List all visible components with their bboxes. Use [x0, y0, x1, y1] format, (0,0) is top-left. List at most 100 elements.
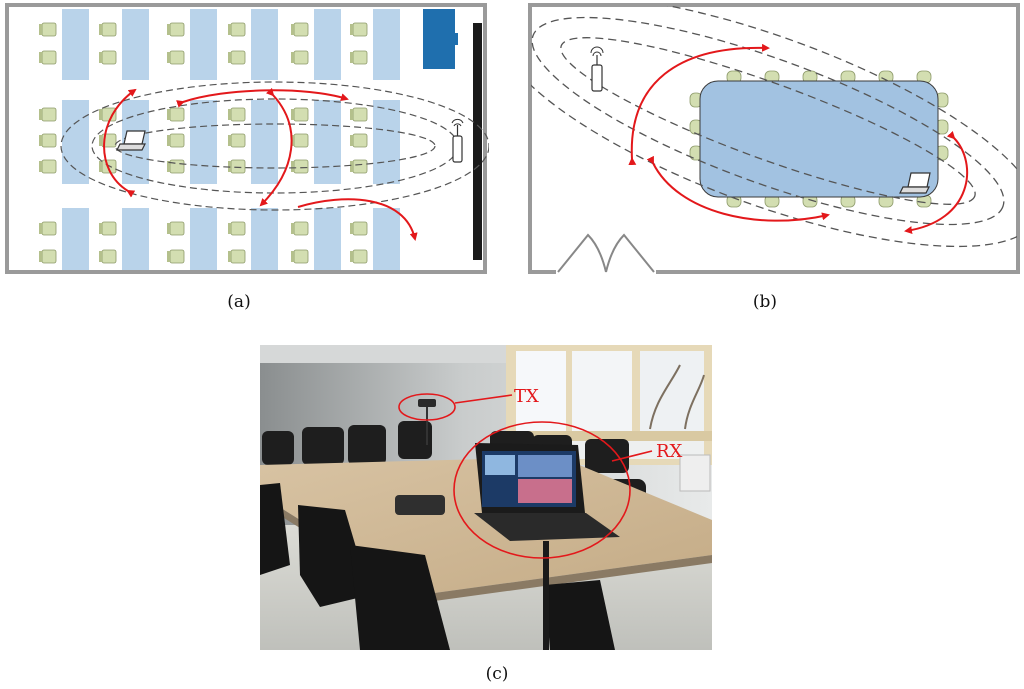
chair-back	[291, 223, 294, 234]
meeting-table	[699, 80, 939, 198]
signal-paths-a	[103, 87, 418, 241]
chair-back	[167, 109, 170, 120]
chair	[169, 22, 185, 37]
photo-c-meeting-room: TX RX	[260, 345, 712, 650]
tx-label: TX	[514, 386, 539, 407]
desk	[251, 208, 278, 270]
chair-back	[228, 223, 231, 234]
cabinet-handle	[452, 33, 458, 45]
chair	[230, 133, 246, 148]
chair	[41, 107, 57, 122]
chair-back	[291, 24, 294, 35]
chair-back	[350, 161, 353, 172]
chair	[41, 133, 57, 148]
caption-a: (a)	[227, 292, 251, 312]
desk	[190, 208, 217, 270]
chair-back	[39, 161, 42, 172]
desk	[190, 100, 217, 184]
chair	[41, 249, 57, 264]
chair	[352, 133, 368, 148]
desk	[314, 208, 341, 270]
chair	[230, 22, 246, 37]
chair-back	[228, 251, 231, 262]
chair-back	[350, 52, 353, 63]
router-icon	[590, 46, 604, 92]
desk	[373, 208, 400, 270]
router-icon	[451, 118, 464, 163]
chair	[169, 221, 185, 236]
chair-back	[99, 161, 102, 172]
photo-annotations	[398, 393, 653, 559]
desk	[314, 9, 341, 80]
chair	[41, 22, 57, 37]
chair-back	[291, 109, 294, 120]
desk	[251, 100, 278, 184]
chair	[230, 159, 246, 174]
caption-b: (b)	[752, 292, 778, 312]
tx-leader	[454, 394, 513, 404]
laptop-photo	[474, 443, 620, 650]
chair-back	[350, 109, 353, 120]
chair	[352, 107, 368, 122]
desk	[122, 208, 149, 270]
chair	[101, 22, 117, 37]
rx-label: RX	[656, 441, 683, 462]
desk	[62, 9, 89, 80]
laptop-icon	[116, 130, 146, 151]
chair	[293, 50, 309, 65]
chair-back	[167, 135, 170, 146]
chair-back	[39, 251, 42, 262]
chair	[352, 159, 368, 174]
chair-back	[228, 52, 231, 63]
chairs-front-row	[260, 483, 615, 650]
chair-back	[350, 135, 353, 146]
chair	[101, 249, 117, 264]
chair-back	[39, 24, 42, 35]
chair	[352, 50, 368, 65]
chair	[101, 107, 117, 122]
chair	[293, 249, 309, 264]
diagram-a-classroom	[5, 3, 489, 274]
chair	[352, 221, 368, 236]
desk	[373, 9, 400, 80]
chair-back	[99, 109, 102, 120]
chair	[101, 50, 117, 65]
rx-leader	[611, 450, 653, 462]
chair	[230, 249, 246, 264]
chair-back	[167, 223, 170, 234]
chair	[169, 159, 185, 174]
chair-back	[99, 52, 102, 63]
tripod-router	[418, 399, 436, 445]
signal-paths-b	[628, 43, 968, 235]
chair	[169, 50, 185, 65]
chair-back	[99, 251, 102, 262]
chair	[169, 133, 185, 148]
chair	[169, 107, 185, 122]
chair	[230, 221, 246, 236]
chair-back	[350, 223, 353, 234]
chair	[101, 221, 117, 236]
desk	[62, 208, 89, 270]
rx-circle	[453, 421, 631, 559]
projector	[395, 495, 445, 515]
desk	[251, 9, 278, 80]
chair-back	[39, 52, 42, 63]
table-edge	[260, 495, 712, 603]
radiator	[679, 454, 711, 492]
chair-back	[350, 251, 353, 262]
chair	[41, 159, 57, 174]
chair-back	[99, 223, 102, 234]
chair-back	[167, 52, 170, 63]
diagram-b-meeting-room	[528, 3, 1020, 275]
chair	[41, 221, 57, 236]
chair	[293, 22, 309, 37]
chair-back	[228, 135, 231, 146]
desk	[122, 9, 149, 80]
desk	[190, 9, 217, 80]
desk	[62, 100, 89, 184]
chair	[352, 22, 368, 37]
chair-back	[350, 24, 353, 35]
chair-back	[39, 109, 42, 120]
chair	[293, 133, 309, 148]
whiteboard-icon	[473, 23, 482, 260]
